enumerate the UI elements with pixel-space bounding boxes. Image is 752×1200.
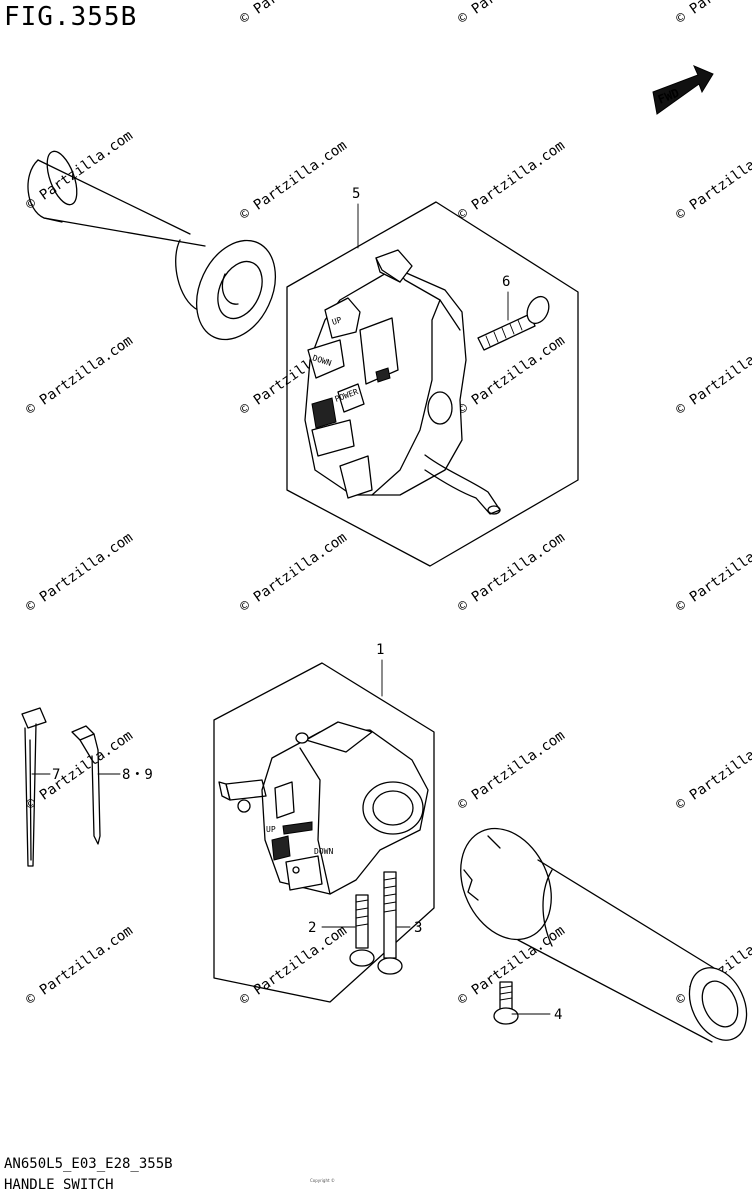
watermark: © Partzilla.com (237, 0, 350, 27)
part-7-cable-tie (21, 707, 47, 867)
part-1-frame (213, 662, 435, 1003)
callouts: 5 6 1 2 3 4 7 8・9 (31, 186, 562, 1023)
callout-5: 5 (352, 186, 360, 202)
watermark: © Partzilla.com (673, 728, 752, 814)
part-6-screw (477, 295, 550, 351)
copyright-note: Copyright © (310, 1178, 335, 1183)
right-throttle-grip-part (460, 827, 748, 1043)
callout-6: 6 (502, 274, 510, 290)
watermark: © Partzilla.com (23, 530, 136, 616)
left-grip-part (27, 150, 276, 341)
watermark: © Partzilla.com (23, 333, 136, 419)
watermark: © Partzilla.com (673, 0, 752, 27)
watermark: © Partzilla.com (673, 530, 752, 616)
part-2-screw (349, 894, 375, 967)
watermark-layer: © Partzilla.com © Partzilla.com © Partzi… (23, 0, 752, 1008)
callout-3: 3 (414, 920, 422, 936)
watermark: © Partzilla.com (455, 530, 568, 616)
part-1-switch-assembly: UP DOWN (213, 662, 435, 1003)
watermark: © Partzilla.com (455, 333, 568, 419)
watermark: © Partzilla.com (455, 0, 568, 27)
watermark: © Partzilla.com (237, 138, 350, 224)
watermark: © Partzilla.com (237, 530, 350, 616)
down-switch-label: DOWN (314, 847, 333, 856)
watermark: © Partzilla.com (455, 728, 568, 814)
watermark: © Partzilla.com (673, 138, 752, 224)
callout-2: 2 (308, 920, 316, 936)
up-switch-label: UP (266, 825, 276, 834)
callout-4: 4 (554, 1007, 562, 1023)
fwd-arrow-icon: FWD (652, 65, 714, 115)
part-8-9-clip (71, 725, 101, 845)
figure-code: AN650L5_E03_E28_355B (4, 1156, 173, 1172)
watermark: © Partzilla.com (23, 128, 136, 214)
figure-name: HANDLE SWITCH (4, 1177, 114, 1193)
part-5-switch-assembly: UP DOWN POWER (286, 201, 579, 567)
watermark: © Partzilla.com (23, 728, 136, 814)
up-button-label: UP (331, 315, 343, 327)
part-4-screw (493, 981, 519, 1025)
callout-7: 7 (52, 767, 60, 783)
watermark: © Partzilla.com (23, 923, 136, 1009)
callout-1: 1 (376, 642, 384, 658)
callout-8-9: 8・9 (122, 767, 153, 783)
watermark: © Partzilla.com (673, 333, 752, 419)
watermark: © Partzilla.com (237, 923, 350, 1009)
watermark: © Partzilla.com (455, 138, 568, 224)
figure-title: FIG.355B (4, 2, 138, 32)
part-3-screw (377, 871, 403, 975)
part-5-frame (286, 201, 579, 567)
